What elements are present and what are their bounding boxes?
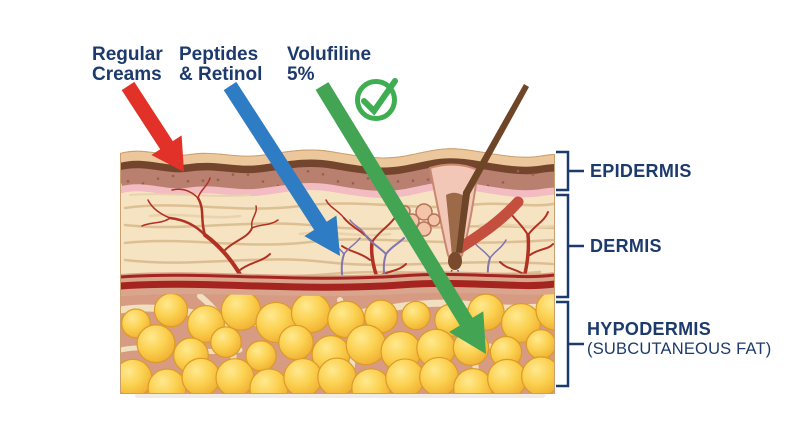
label-volufiline: Volufiline 5% <box>287 45 371 85</box>
layer-brackets <box>556 150 584 388</box>
label-regular-creams: Regular Creams <box>92 45 163 85</box>
label-hypodermis-line1: HYPODERMIS <box>587 319 712 339</box>
label-hypodermis: HYPODERMIS (SUBCUTANEOUS FAT) <box>587 319 772 359</box>
illustration-shadow <box>135 393 545 398</box>
label-hypodermis-sublabel: (SUBCUTANEOUS FAT) <box>587 340 772 358</box>
skin-cross-section <box>120 148 555 394</box>
check-circle-icon <box>355 78 398 121</box>
label-regular-creams-line2: Creams <box>92 64 162 85</box>
label-peptides-retinol-line2: & Retinol <box>179 64 263 85</box>
follicle-bulb <box>448 252 462 270</box>
hair-shaft <box>456 84 529 253</box>
dermis-bracket <box>556 193 584 299</box>
regular-creams-arrow <box>121 81 184 172</box>
deep-vessel-thin <box>120 272 555 280</box>
label-volufiline-line1: Volufiline <box>287 44 372 65</box>
volufiline-arrow <box>315 82 486 354</box>
label-volufiline-line2: 5% <box>287 64 315 85</box>
label-peptides-retinol: Peptides & Retinol <box>179 45 262 85</box>
fat-cells <box>120 292 555 394</box>
peptides-retinol-arrow <box>223 81 340 257</box>
label-peptides-retinol-line1: Peptides <box>179 44 259 65</box>
epidermis-bracket <box>556 150 584 192</box>
deep-vessel-main <box>120 279 555 291</box>
arrector-pili-muscle <box>454 196 524 254</box>
hypodermis-bracket <box>556 300 584 388</box>
label-epidermis: EPIDERMIS <box>590 161 692 181</box>
label-regular-creams-line1: Regular <box>92 44 163 65</box>
label-dermis: DERMIS <box>590 236 662 256</box>
